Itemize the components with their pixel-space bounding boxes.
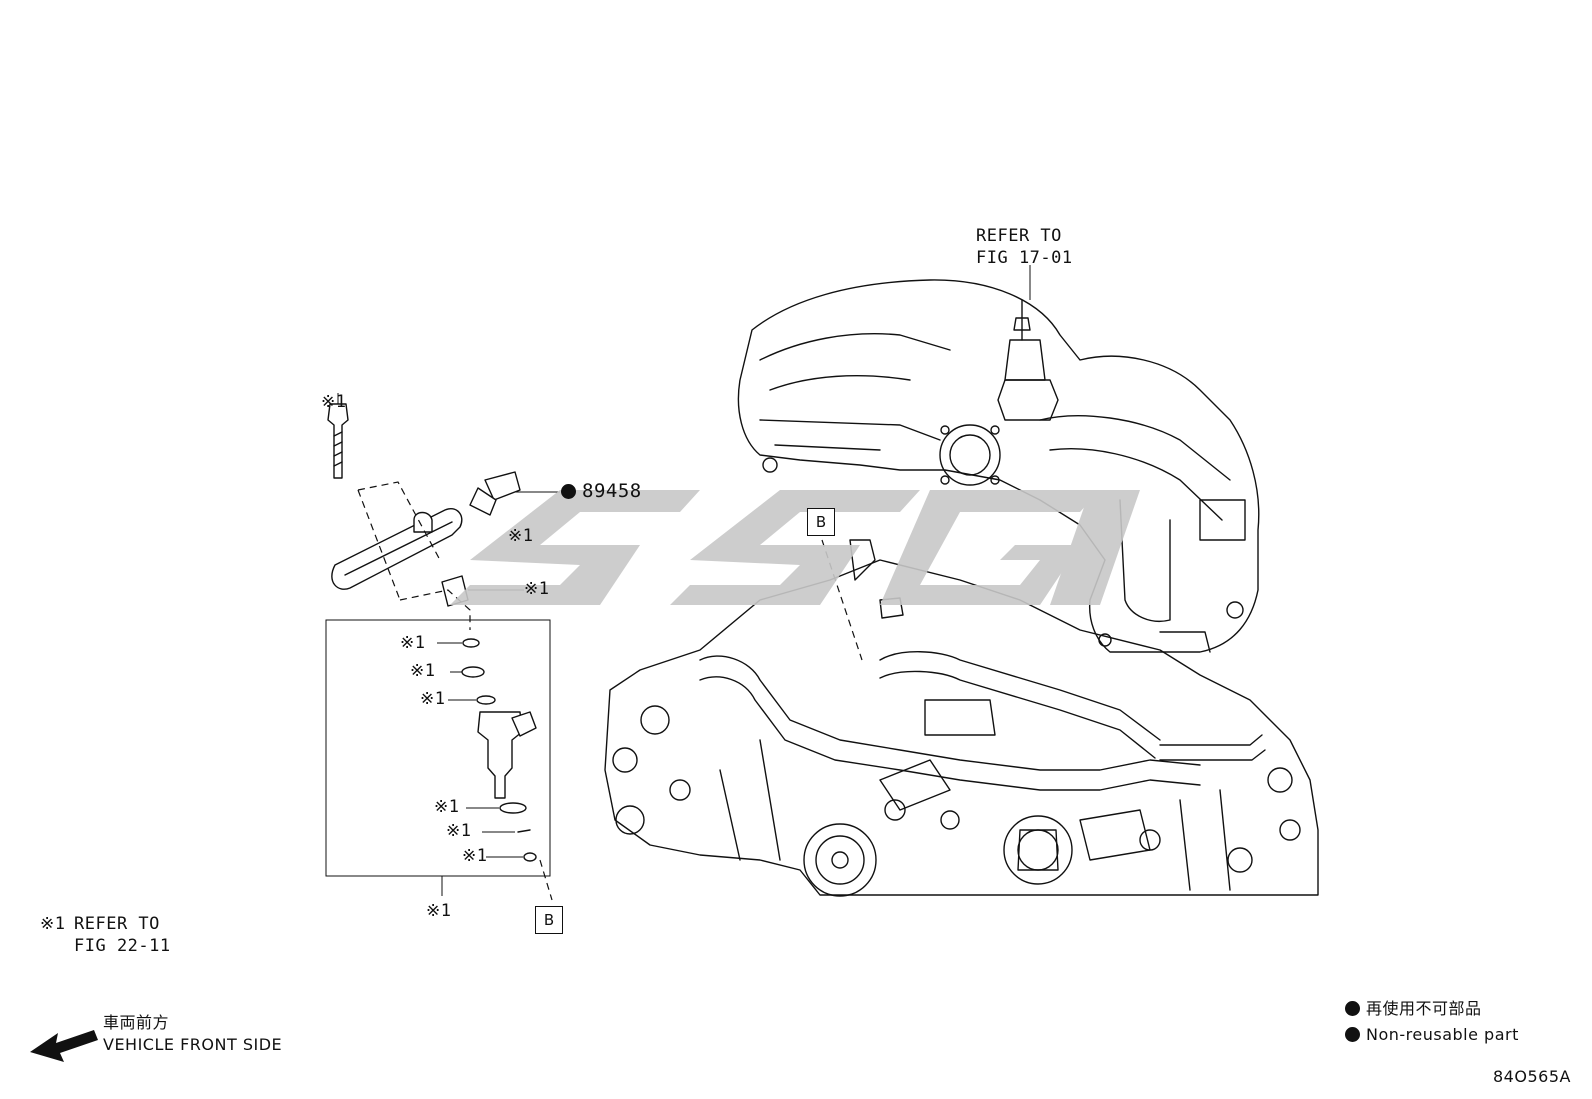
callout-seal-3: ※1 [420, 689, 446, 709]
watermark-logo [450, 490, 1140, 605]
ref-box-b-engine: B [807, 508, 835, 536]
figure-code: 84O565A [1493, 1067, 1571, 1086]
ref-box-b-assembly: B [535, 906, 563, 934]
legend-en: Non-reusable part [1345, 1025, 1519, 1045]
callout-seal-6: ※1 [462, 846, 488, 866]
direction-en: VEHICLE FRONT SIDE [103, 1035, 283, 1054]
fuel-rail-assembly [325, 393, 863, 901]
intake-manifold [737, 265, 1260, 653]
callout-injector-kit: ※1 [426, 901, 452, 921]
legend-jp: 再使用不可部品 [1345, 999, 1482, 1019]
footnote-line2: FIG 22-11 [74, 936, 171, 956]
callout-seal-1: ※1 [400, 633, 426, 653]
callout-bolt: ※1 [321, 392, 347, 412]
callout-seal-5: ※1 [446, 821, 472, 841]
front-arrow-icon [30, 1030, 98, 1062]
non-reusable-dot-icon [561, 484, 576, 499]
refer-fig-17-line1: REFER TO [976, 226, 1062, 246]
direction-jp: 車両前方 [103, 1013, 170, 1032]
refer-fig-17-line2: FIG 17-01 [976, 248, 1073, 268]
callout-seal-4: ※1 [434, 797, 460, 817]
callout-seal-2: ※1 [410, 661, 436, 681]
part-number-label: 89458 [561, 481, 642, 501]
footnote-line1: REFER TO [74, 914, 160, 934]
callout-fuel-rail: ※1 [508, 526, 534, 546]
legend-dot-icon-2 [1345, 1027, 1360, 1042]
callout-clip: ※1 [524, 579, 550, 599]
legend-dot-icon-1 [1345, 1001, 1360, 1016]
footnote-mark: ※1 [40, 914, 66, 934]
